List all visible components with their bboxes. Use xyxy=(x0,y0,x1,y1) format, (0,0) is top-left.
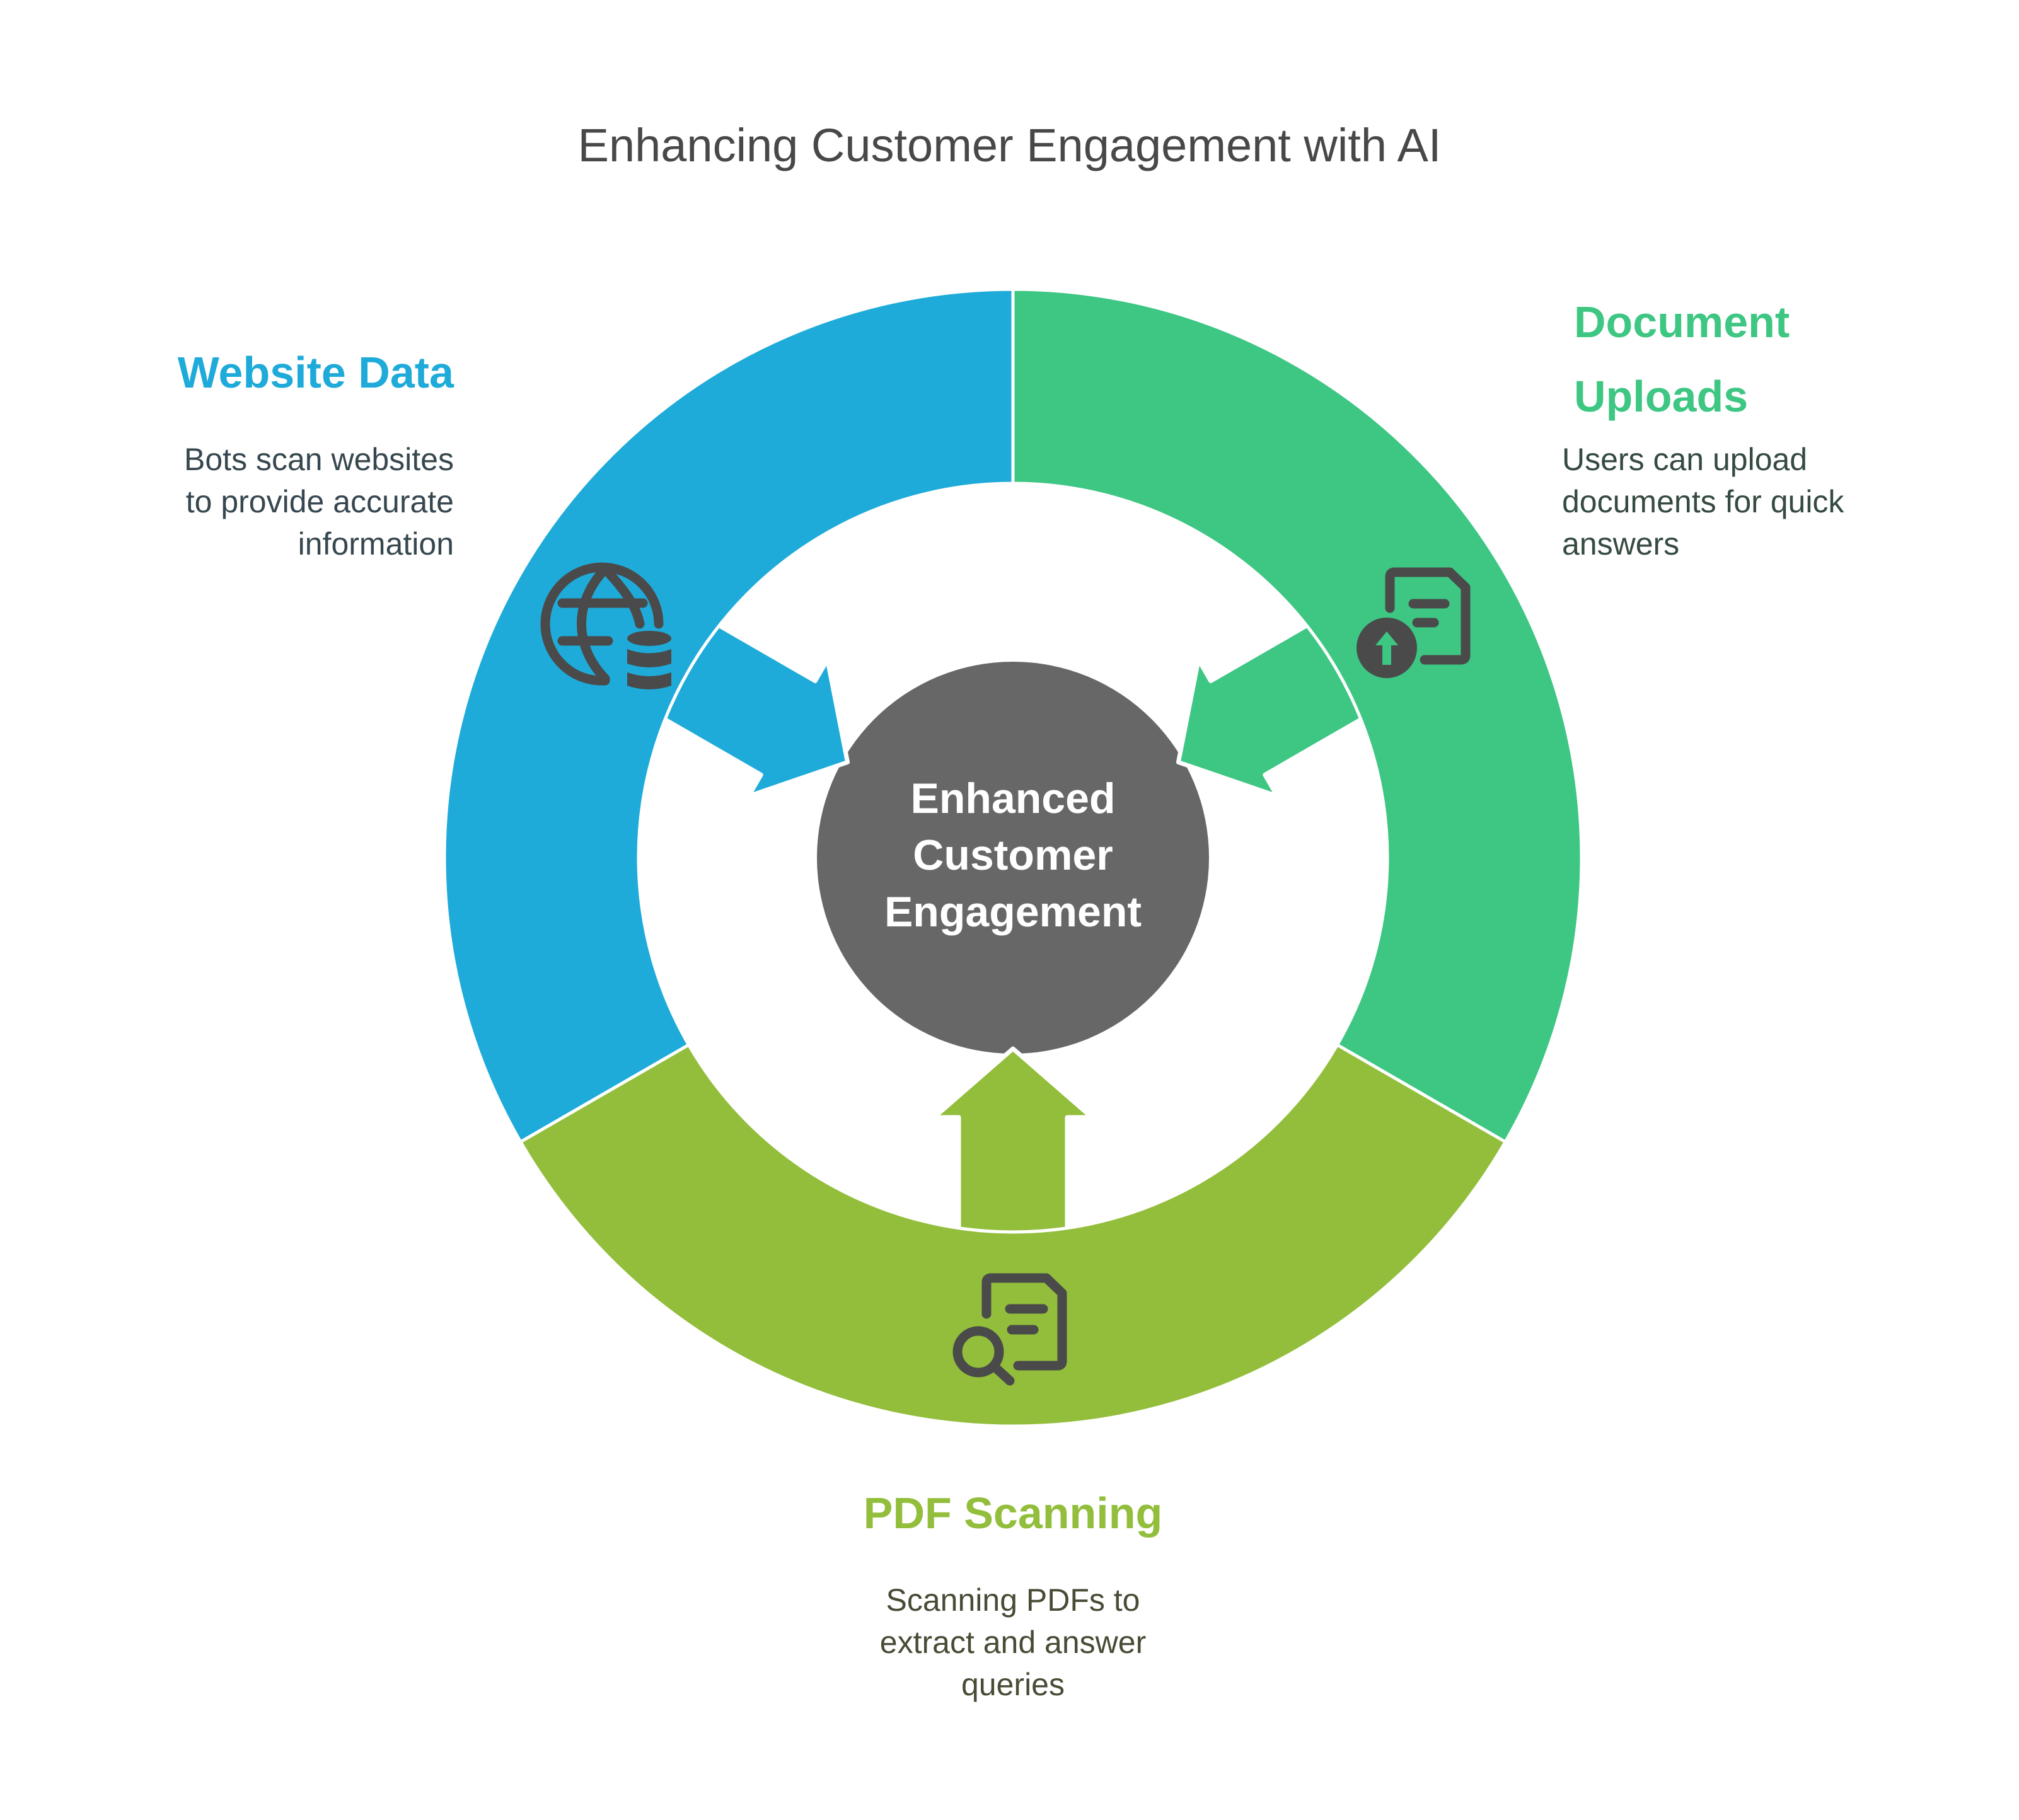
section-title-line: PDF Scanning xyxy=(863,1489,1163,1538)
diagram-title: Enhancing Customer Engagement with AI xyxy=(577,119,1442,171)
section-desc-website-data: Bots scan websites to provide accurate i… xyxy=(76,439,454,565)
desc-line: extract and answer xyxy=(879,1625,1147,1660)
ring-segment-website-data xyxy=(443,287,1015,1144)
center-label-line: Customer xyxy=(913,831,1113,879)
section-desc-document-uploads: Users can upload documents for quick ans… xyxy=(1562,439,1965,565)
section-desc-pdf-scanning: Scanning PDFs to extract and answer quer… xyxy=(792,1579,1234,1706)
section-title-pdf-scanning: PDF Scanning xyxy=(792,1475,1234,1552)
ring-segment-document-uploads xyxy=(1011,287,1583,1144)
document-search-icon xyxy=(952,1273,1067,1386)
desc-line: Users can upload xyxy=(1562,442,1808,477)
document-upload-icon xyxy=(1357,567,1471,678)
desc-line: queries xyxy=(961,1667,1065,1702)
desc-line: answers xyxy=(1562,526,1680,562)
desc-line: information xyxy=(298,526,454,562)
desc-line: to provide accurate xyxy=(185,484,454,519)
desc-line: Scanning PDFs to xyxy=(886,1582,1140,1618)
ring-segment-pdf-scanning xyxy=(518,1042,1508,1428)
section-title-document-uploads: Document Uploads xyxy=(1574,284,1952,435)
desc-line: documents for quick xyxy=(1562,484,1844,519)
section-title-line: Website Data xyxy=(177,348,454,397)
center-label: Enhanced Customer Engagement xyxy=(855,770,1171,940)
globe-database-icon xyxy=(540,562,671,689)
section-title-line: Document xyxy=(1574,297,1790,347)
section-title-website-data: Website Data xyxy=(139,334,454,411)
center-hub xyxy=(817,662,1209,1054)
desc-line: Bots scan websites xyxy=(184,442,454,477)
center-label-line: Enhanced xyxy=(910,775,1116,822)
center-label-line: Engagement xyxy=(884,888,1142,936)
section-title-line: Uploads xyxy=(1574,372,1749,421)
